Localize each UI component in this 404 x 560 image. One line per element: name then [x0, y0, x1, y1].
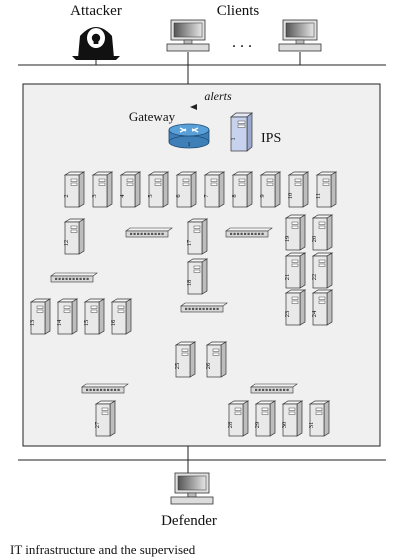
alerts-arrowhead	[190, 104, 197, 110]
server-tower-icon: 3	[91, 171, 114, 208]
ips-label: IPS	[261, 131, 281, 146]
caption-fragment: IT infrastructure and the supervised	[10, 542, 196, 557]
server-tower-icon: 27	[94, 400, 117, 437]
server-id-label: 2	[63, 194, 70, 197]
server-id-label: 17	[186, 239, 193, 246]
server-id-label: 10	[287, 193, 294, 200]
server-tower-icon: 9	[259, 171, 282, 208]
server-tower-icon: 12	[63, 218, 86, 255]
server-tower-icon: 4	[119, 171, 142, 208]
network-switch-icon	[81, 383, 129, 394]
server-id-label: 14	[56, 319, 63, 326]
alerts-label: alerts	[204, 89, 232, 103]
hacker-icon	[72, 27, 120, 60]
server-id-label: 29	[254, 422, 261, 429]
server-id-label: 27	[94, 421, 101, 428]
server-id-label: 15	[83, 320, 90, 327]
server-id-label: 18	[186, 280, 193, 287]
server-id-label: 31	[308, 422, 315, 429]
server-tower-icon: 17	[186, 218, 209, 255]
network-switch-icon	[225, 227, 273, 238]
network-switch-icon	[180, 302, 228, 313]
gateway-label: Gateway	[129, 109, 176, 124]
server-id-label: 24	[311, 310, 318, 317]
server-id-label: 16	[110, 319, 117, 326]
server-id-label: 21	[284, 274, 291, 281]
gateway-id-label: 1	[187, 141, 190, 148]
server-id-label: 7	[203, 194, 210, 198]
server-id-label: 22	[311, 274, 318, 281]
server-id-label: 25	[174, 363, 181, 370]
server-id-label: 9	[259, 194, 266, 197]
server-id-label: 28	[227, 422, 234, 429]
ips-id-label: 1	[230, 137, 237, 140]
server-tower-icon: 2	[63, 171, 86, 208]
router-icon: 1	[168, 123, 210, 149]
attacker-label: Attacker	[70, 3, 122, 19]
server-tower-icon: 8	[231, 171, 254, 208]
server-tower-icon: 23	[284, 289, 307, 326]
server-tower-icon: 31	[308, 400, 331, 437]
server-id-label: 26	[205, 362, 212, 369]
server-tower-icon: 11	[315, 171, 338, 208]
server-tower-icon: 19	[284, 214, 307, 251]
server-tower-icon: 24	[311, 289, 334, 326]
server-tower-icon: 5	[147, 171, 170, 208]
server-tower-icon: 13	[29, 298, 52, 335]
server-id-label: 30	[281, 422, 288, 429]
server-tower-icon: 10	[287, 171, 310, 208]
clients-label: Clients	[217, 3, 260, 19]
server-tower-icon: 26	[205, 341, 228, 378]
server-tower-icon: 6	[175, 171, 198, 208]
server-tower-icon: 30	[281, 400, 304, 437]
server-tower-icon: 29	[254, 400, 277, 437]
ips-server-icon: 1	[230, 112, 253, 152]
server-tower-icon: 16	[110, 298, 133, 335]
server-tower-icon: 22	[311, 252, 334, 289]
server-tower-icon: 14	[56, 298, 79, 335]
server-id-label: 3	[91, 194, 98, 197]
server-tower-icon: 25	[174, 341, 197, 378]
server-tower-icon: 20	[311, 214, 334, 251]
server-id-label: 12	[63, 240, 70, 247]
server-id-label: 23	[284, 311, 291, 318]
clients-ellipsis: . . .	[232, 34, 252, 51]
server-id-label: 4	[119, 194, 126, 198]
client-computer-icon	[278, 19, 322, 52]
client-computer-icon	[166, 19, 210, 52]
defender-label: Defender	[161, 513, 217, 529]
network-switch-icon	[250, 383, 298, 394]
server-tower-icon: 18	[186, 258, 209, 295]
server-id-label: 5	[147, 194, 154, 197]
server-id-label: 8	[231, 194, 238, 197]
server-tower-icon: 15	[83, 298, 106, 335]
network-switch-icon	[125, 227, 173, 238]
server-id-label: 13	[29, 320, 36, 327]
network-switch-icon	[50, 272, 98, 283]
defender-computer-icon	[170, 472, 214, 505]
server-tower-icon: 7	[203, 171, 226, 208]
server-id-label: 20	[311, 236, 318, 243]
server-id-label: 11	[315, 193, 322, 199]
server-tower-icon: 21	[284, 252, 307, 289]
server-tower-icon: 28	[227, 400, 250, 437]
server-id-label: 19	[284, 236, 291, 243]
server-id-label: 6	[175, 194, 182, 198]
